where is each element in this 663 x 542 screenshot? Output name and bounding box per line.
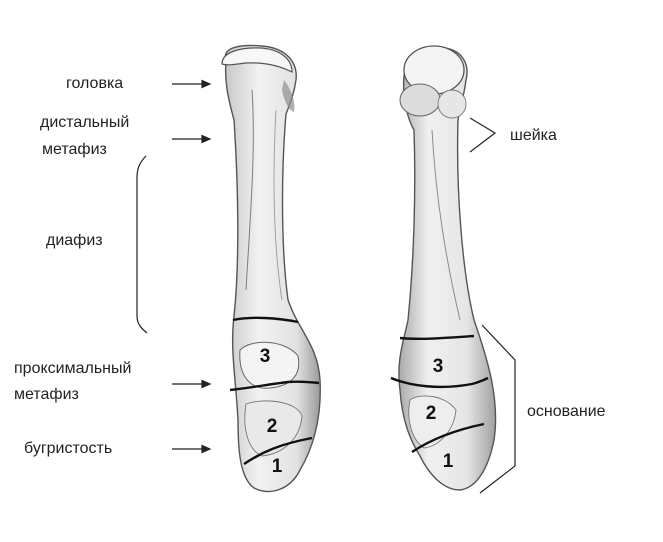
arrow-proximal-metafiz-head xyxy=(201,379,212,389)
left-head-cap xyxy=(221,47,293,73)
right-zone-line-bottom xyxy=(411,422,485,453)
right-shaft-ridge xyxy=(431,129,461,321)
label-golovka: головка xyxy=(66,75,124,92)
left-zone-1-label: 1 xyxy=(272,456,283,477)
right-zone-line-middle xyxy=(390,376,489,389)
label-diafiz: диафиз xyxy=(46,232,103,249)
sheyka-pointer xyxy=(469,117,497,153)
left-base-facet xyxy=(239,341,300,389)
label-distal-line2: метафиз xyxy=(42,141,107,158)
arrow-distal-metafiz-head xyxy=(201,134,212,144)
left-arrows xyxy=(172,79,212,454)
left-zone-line-top xyxy=(232,316,299,324)
left-shaft-ridge-2 xyxy=(273,109,283,301)
left-zone-3-label: 3 xyxy=(260,346,271,367)
right-zone-line-top xyxy=(399,334,475,341)
label-proximal-line2: метафиз xyxy=(14,386,79,403)
right-zone-2-label: 2 xyxy=(426,403,437,424)
right-head-lower-condyle xyxy=(399,83,441,117)
diafiz-bracket xyxy=(136,155,148,334)
left-shaft-ridge xyxy=(245,89,254,291)
arrow-golovka-head xyxy=(201,79,212,89)
right-zone-3-label: 3 xyxy=(433,356,444,377)
label-proximal-line1: проксимальный xyxy=(14,360,132,377)
left-zone-line-bottom xyxy=(243,436,313,465)
left-bone: 3 2 1 xyxy=(221,44,321,493)
label-sheyka: шейка xyxy=(510,127,557,144)
osnovanie-bracket xyxy=(479,324,516,494)
left-head-shadow xyxy=(282,80,295,112)
right-zone-1-label: 1 xyxy=(443,451,454,472)
label-osnovanie: основание xyxy=(527,403,606,420)
label-distal-line1: дистальный xyxy=(40,114,130,131)
right-bone: 3 2 1 xyxy=(390,45,497,491)
right-head-side-facet xyxy=(437,89,467,119)
arrow-bugristost-head xyxy=(201,444,212,454)
left-zone-2-label: 2 xyxy=(267,416,278,437)
label-bugristost: бугристость xyxy=(24,440,113,457)
left-zone-line-middle xyxy=(229,380,320,392)
right-bone-outline xyxy=(398,47,497,491)
